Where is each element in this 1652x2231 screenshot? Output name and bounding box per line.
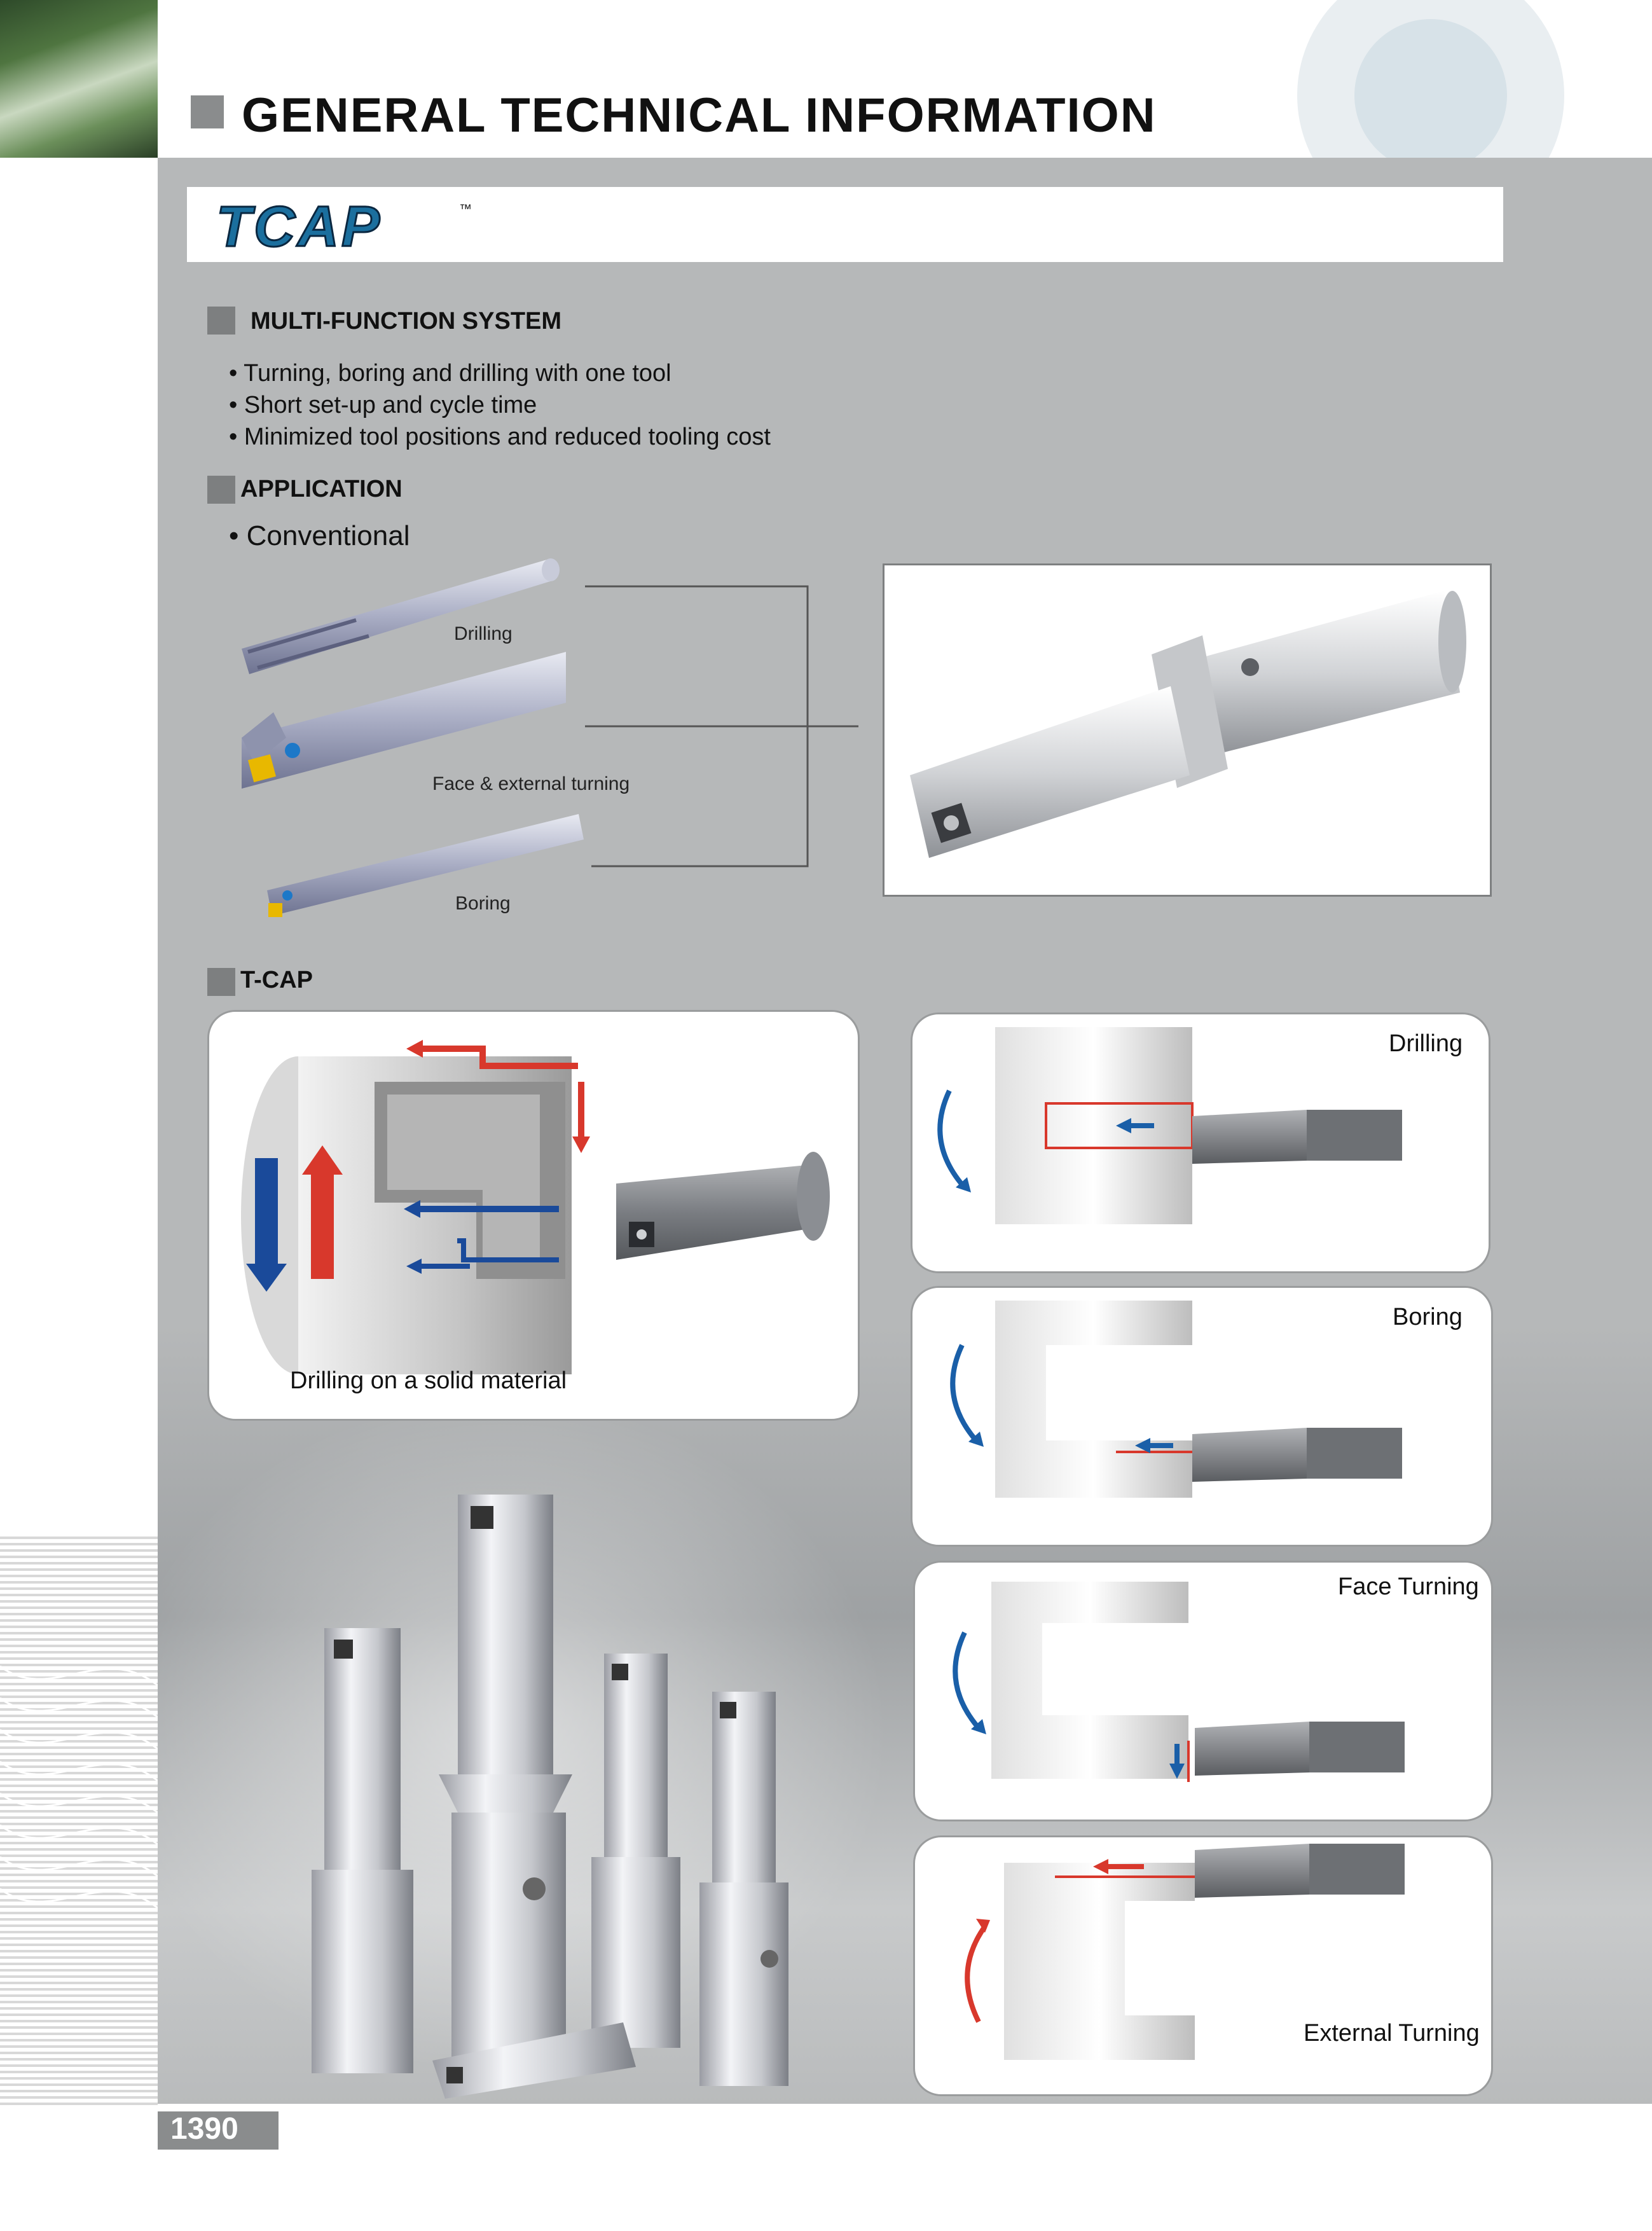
boring-tool	[267, 814, 584, 917]
operation-panel-drilling	[911, 1012, 1490, 1273]
drilling-diagram	[937, 1027, 1402, 1224]
tool-caption-drilling: Drilling	[454, 623, 513, 644]
conventional-tools-illustration	[242, 558, 858, 917]
page-number: 1390	[170, 2112, 238, 2146]
decorative-circle-inner	[1354, 19, 1507, 172]
operation-panel-boring	[911, 1286, 1493, 1547]
tcap-product-image	[883, 563, 1492, 897]
operation-label-drilling: Drilling	[1389, 1030, 1463, 1057]
corner-photo	[0, 0, 158, 158]
tool-figure	[312, 1628, 413, 2073]
logo-bar	[187, 187, 1503, 262]
page-title: GENERAL TECHNICAL INFORMATION	[242, 88, 1157, 142]
tool-figure	[591, 1654, 680, 2048]
tool-figure	[699, 1692, 788, 2086]
drilling-solid-panel	[207, 1010, 860, 1421]
section-square	[207, 968, 235, 996]
left-strip-wave	[0, 1665, 158, 1909]
external-turning-diagram	[965, 1844, 1405, 2060]
left-strip-pattern	[0, 1533, 158, 2105]
section-square	[207, 307, 235, 335]
tcap-tool-picture	[910, 591, 1466, 858]
section-title-tcap: T-CAP	[240, 967, 313, 993]
tcap-logo: TCAP	[216, 195, 382, 260]
conventional-label: • Conventional	[229, 520, 410, 551]
logo-trademark: ™	[459, 202, 472, 216]
operation-label-external-turning: External Turning	[1304, 2020, 1480, 2047]
section-title-application: APPLICATION	[240, 476, 403, 502]
drilling-solid-illustration	[241, 1040, 830, 1374]
section-title-multifunction: MULTI-FUNCTION SYSTEM	[251, 308, 562, 335]
page-number-box	[158, 2111, 279, 2150]
face-turning-diagram	[953, 1582, 1405, 1782]
drill-tool	[242, 558, 560, 674]
tool-figure	[432, 2022, 636, 2099]
tcap-tools-group	[312, 1495, 788, 2099]
main-caption: Drilling on a solid material	[290, 1367, 567, 1394]
header-square	[191, 95, 224, 128]
bullet-item: • Short set-up and cycle time	[229, 392, 537, 418]
bullet-item: • Turning, boring and drilling with one …	[229, 360, 671, 387]
tool-caption-boring: Boring	[455, 893, 511, 914]
operation-panel-face-turning	[913, 1561, 1493, 1821]
operation-label-boring: Boring	[1393, 1304, 1463, 1330]
tool-figure	[439, 1495, 572, 2061]
turning-tool	[242, 652, 566, 789]
section-square	[207, 476, 235, 504]
operation-label-face-turning: Face Turning	[1338, 1573, 1479, 1600]
operation-panel-external-turning	[913, 1835, 1493, 2096]
bullet-item: • Minimized tool positions and reduced t…	[229, 424, 771, 450]
tool-caption-turning: Face & external turning	[432, 773, 630, 794]
boring-diagram	[950, 1301, 1402, 1498]
